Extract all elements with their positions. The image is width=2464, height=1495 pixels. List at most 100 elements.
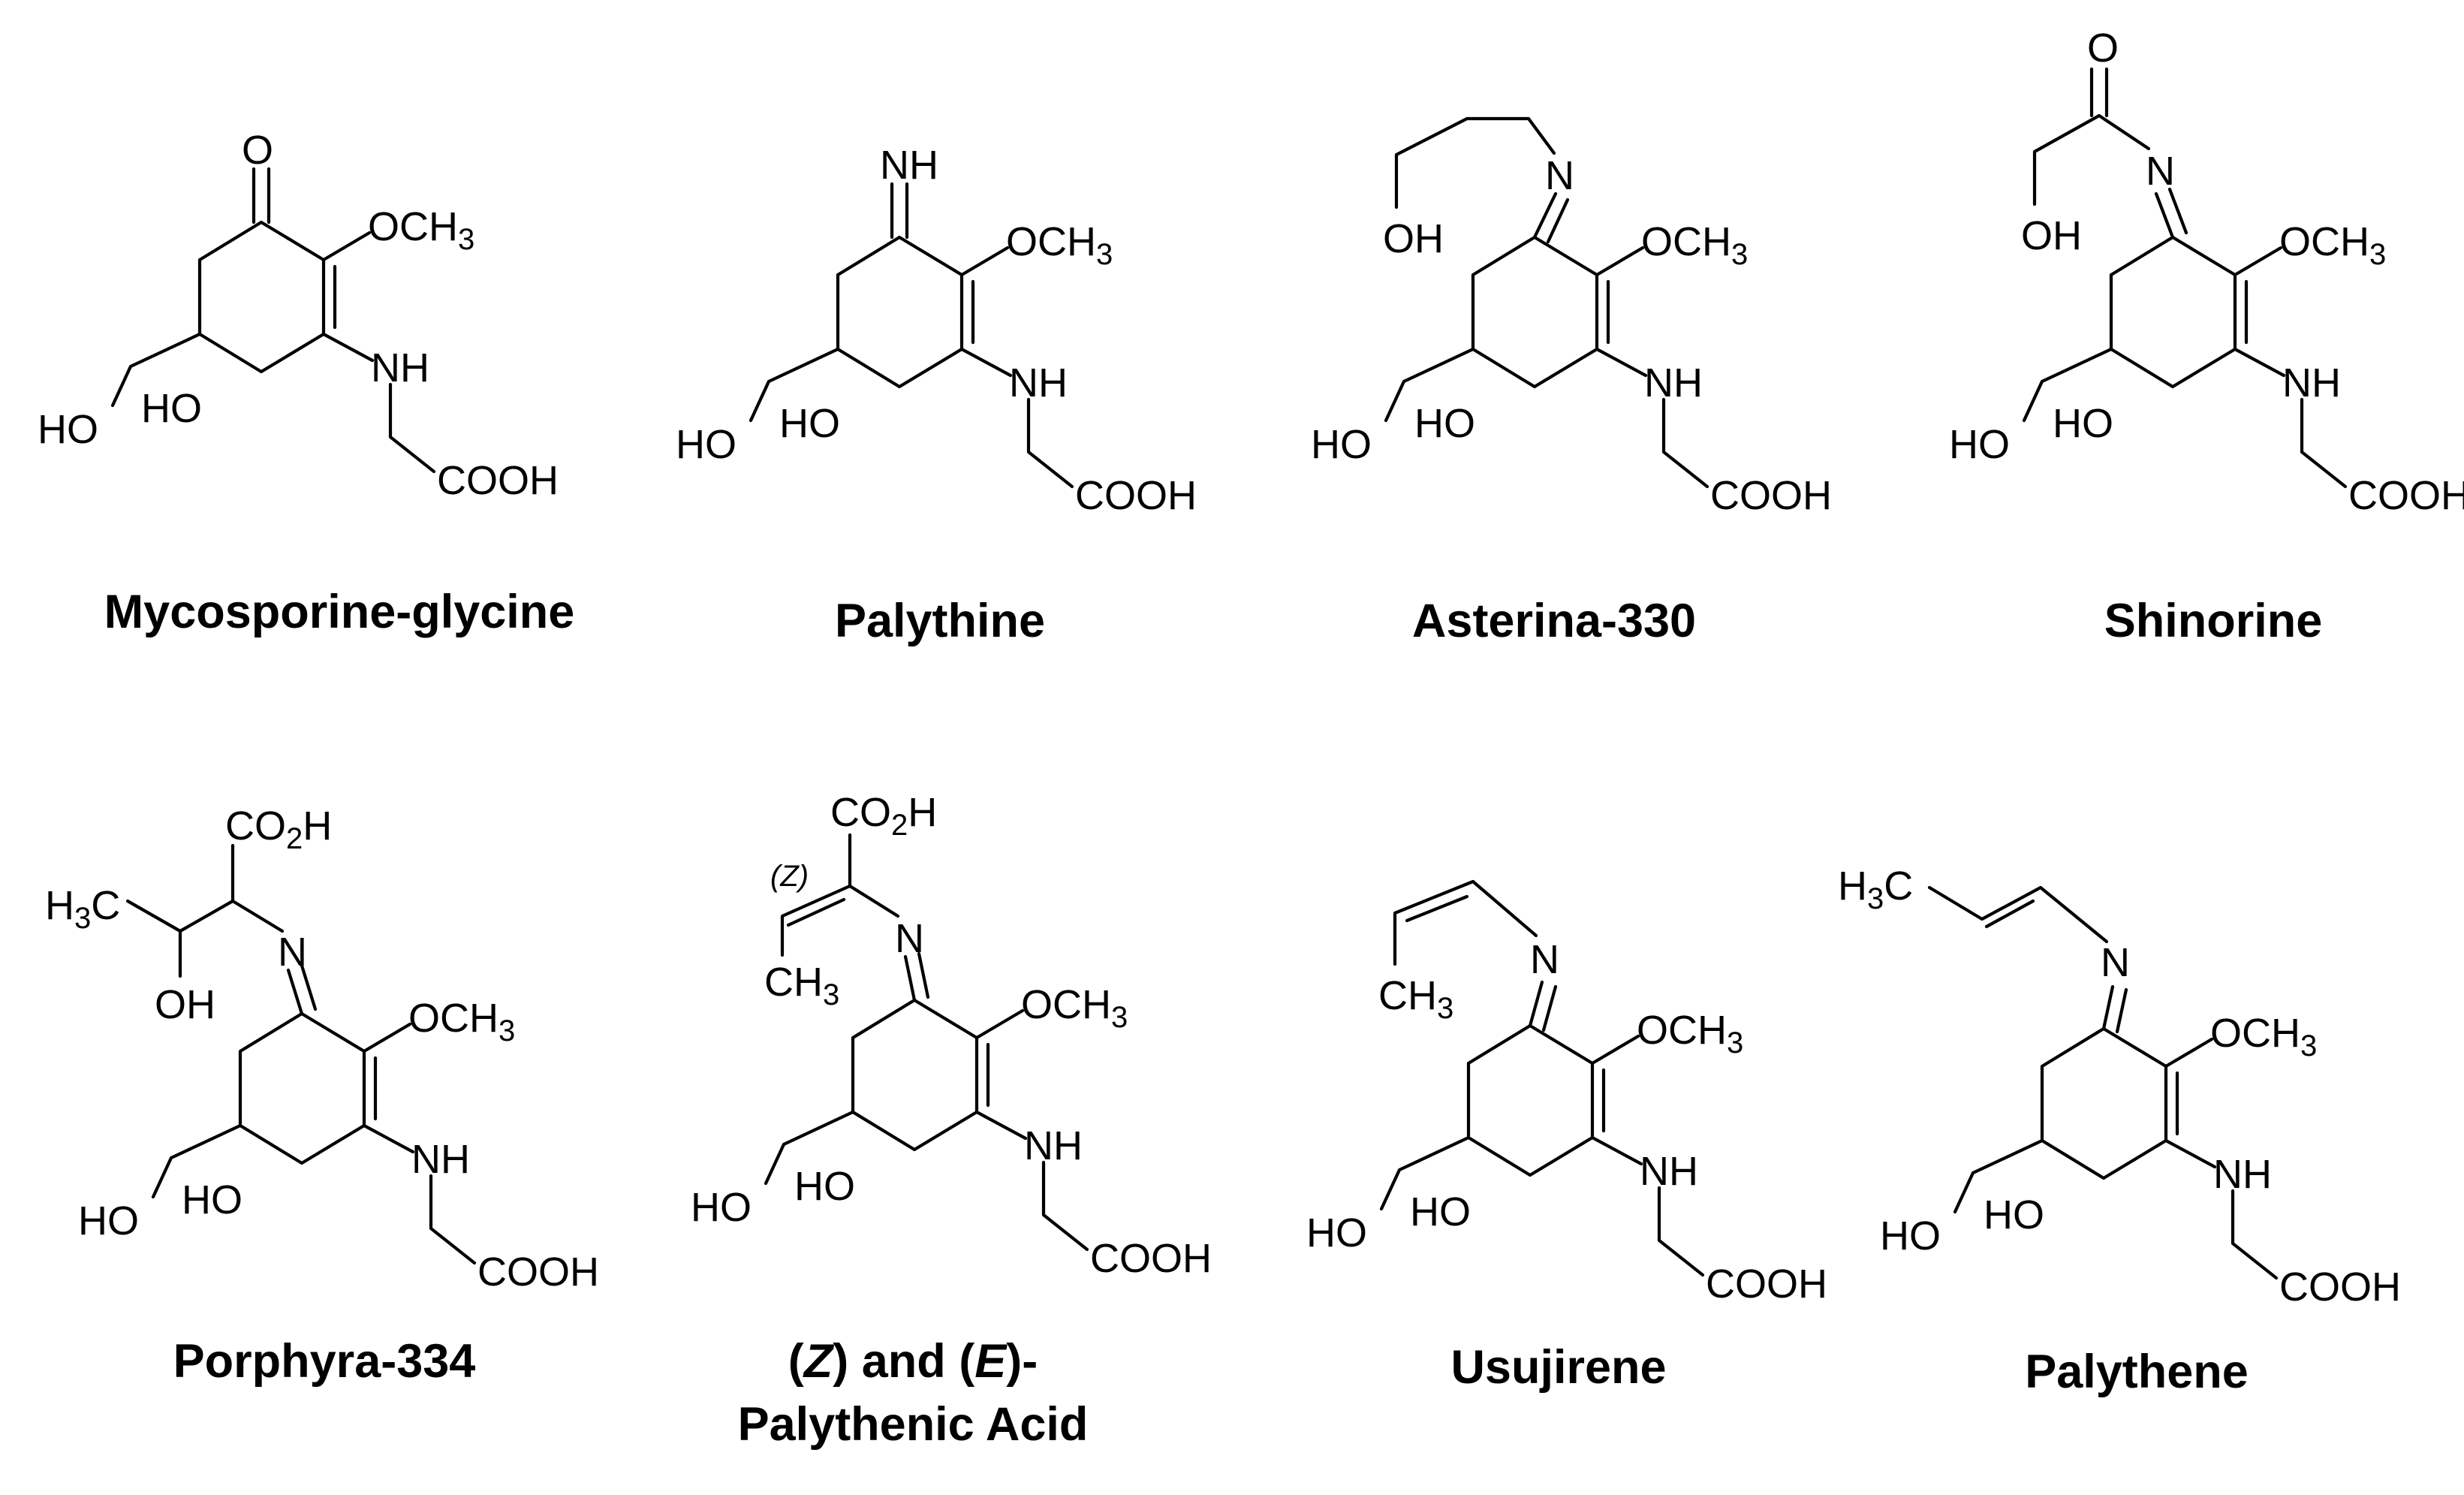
ring-bonds: [1471, 235, 1599, 389]
ring-bonds: [2040, 1026, 2168, 1180]
methyl-label: H3C: [45, 883, 120, 935]
methoxy-label: OCH3: [408, 996, 515, 1047]
carbonyl-double-bond: [2089, 67, 2109, 118]
imine-n-label: N: [2146, 149, 2175, 194]
glycine-chain: [429, 1174, 477, 1265]
imine-double-bond: [2101, 984, 2128, 1034]
ring-bonds: [197, 220, 326, 374]
compound-name-line1: (Z) and (E)-: [788, 1335, 1038, 1388]
glycine-chain: [388, 382, 436, 474]
carbonyl-o-label: O: [2087, 26, 2119, 71]
compound-mycosporine-glycine: O OCH3 NH HO HO COOH Mycosporine-glycine: [38, 128, 574, 638]
ring-hydroxyl-label: HO: [141, 386, 202, 431]
ring-hydroxyl-label: HO: [1414, 401, 1475, 446]
acrylic-chain: [780, 833, 900, 957]
amine-bond: [1590, 1135, 1643, 1166]
amine-bond: [362, 1123, 415, 1154]
glycine-chain: [1026, 397, 1074, 489]
compound-palythine: NH OCH3 NH HO HO COOH Palythine: [676, 143, 1197, 647]
amine-label: NH: [1640, 1149, 1698, 1194]
ethanol-chain: [1394, 116, 1556, 209]
imine-n-label: N: [1530, 937, 1559, 982]
amine-bond: [1595, 347, 1648, 378]
ring-hydroxyl-label: HO: [794, 1164, 855, 1209]
structure-shinorine: O N OH OCH3 NH HO HO COOH: [1949, 26, 2464, 518]
hydroxyl-label: OH: [2021, 213, 2082, 258]
hydroxymethyl-label: HO: [1880, 1213, 1941, 1258]
hydroxymethyl-chain: [749, 347, 840, 423]
hydroxymethyl-chain: [764, 1110, 855, 1186]
methoxy-bond: [2233, 246, 2283, 277]
amine-bond: [959, 347, 1013, 378]
glycine-chain: [2231, 1189, 2279, 1280]
imine-double-bond: [1528, 980, 1558, 1032]
threonine-chain: [125, 843, 285, 978]
methoxy-bond: [321, 231, 372, 262]
structure-usujirene: N CH3 OCH3 NH HO HO COOH: [1306, 879, 1827, 1307]
compound-name: Mycosporine-glycine: [104, 586, 575, 638]
ring-bonds: [836, 235, 964, 389]
carboxyl-label: COOH: [477, 1249, 599, 1295]
methoxy-label: OCH3: [1637, 1008, 1743, 1059]
imine-double-bond: [2154, 187, 2188, 240]
stereo-descriptor: (Z): [770, 860, 809, 893]
hydroxymethyl-label: HO: [676, 422, 736, 467]
compound-palythenic-acid: CO2H (Z) N CH3 OCH3 NH HO HO COOH (Z) an…: [691, 790, 1212, 1451]
amine-label: NH: [411, 1137, 470, 1182]
methoxy-label: OCH3: [2210, 1011, 2317, 1062]
glycine-chain: [2300, 397, 2348, 489]
hydroxyl-label: OH: [1383, 216, 1444, 261]
imine-double-bond: [286, 963, 318, 1016]
ring-bonds: [1466, 1023, 1595, 1177]
ring-bonds: [2109, 235, 2237, 389]
hydroxymethyl-label: HO: [38, 407, 98, 452]
glycine-chain: [1657, 1186, 1705, 1277]
methoxy-label: OCH3: [2279, 219, 2386, 271]
carboxyl-label: COOH: [1710, 473, 1832, 518]
imine-n-label: N: [278, 930, 307, 975]
amine-label: NH: [2282, 360, 2341, 405]
methoxy-bond: [959, 246, 1010, 277]
compound-palythene: H3C N OCH3 NH HO HO COOH Palythene: [1838, 864, 2401, 1398]
imine-label: NH: [880, 143, 938, 188]
methoxy-bond: [1590, 1034, 1640, 1065]
imine-double-bond: [903, 951, 930, 1002]
imine-n-label: N: [1545, 153, 1574, 198]
structure-palythene: H3C N OCH3 NH HO HO COOH: [1838, 864, 2401, 1310]
methoxy-bond: [1595, 246, 1645, 277]
amine-label: NH: [1644, 360, 1703, 405]
vinyl-double-bond: [1984, 899, 2035, 929]
compound-name: Porphyra-334: [173, 1335, 476, 1388]
compound-name: Shinorine: [2104, 595, 2323, 647]
hydroxymethyl-chain: [1953, 1138, 2044, 1214]
ring-hydroxyl-label: HO: [182, 1177, 242, 1222]
ring-hydroxyl-label: HO: [2053, 401, 2113, 446]
compound-name: Asterina-330: [1412, 595, 1696, 647]
amine-bond: [2233, 347, 2286, 378]
glycine-chain: [1661, 397, 1709, 489]
amine-bond: [2164, 1138, 2217, 1169]
compound-usujirene: N CH3 OCH3 NH HO HO COOH Usujirene: [1306, 879, 1827, 1394]
structure-palythenic-acid: CO2H (Z) N CH3 OCH3 NH HO HO COOH: [691, 790, 1212, 1281]
methoxy-bond: [362, 1022, 412, 1053]
vinyl-double-bond: [1405, 894, 1469, 923]
methoxy-label: OCH3: [368, 204, 474, 256]
vinyl-double-bond: [786, 897, 846, 927]
carboxylic-acid-label: CO2H: [830, 790, 937, 842]
methyl-label: CH3: [1378, 973, 1453, 1025]
amine-bond: [974, 1110, 1028, 1141]
methoxy-bond: [974, 1008, 1025, 1040]
imine-double-bond: [890, 182, 909, 240]
hydroxymethyl-label: HO: [1306, 1210, 1367, 1255]
ring-hydroxyl-label: HO: [1410, 1189, 1471, 1234]
carboxyl-label: COOH: [437, 458, 559, 503]
hydroxymethyl-label: HO: [1311, 422, 1372, 467]
ring-hydroxyl-label: HO: [779, 401, 840, 446]
compound-porphyra-334: CO2H H3C OH N OCH3 NH HO HO COOH Porphyr…: [45, 803, 599, 1388]
acyl-chain: [2032, 113, 2151, 206]
hydroxymethyl-chain: [151, 1123, 242, 1199]
methoxy-label: OCH3: [1021, 982, 1128, 1034]
hydroxymethyl-label: HO: [691, 1185, 752, 1230]
propenyl-chain: [1927, 885, 2109, 944]
methyl-label: CH3: [764, 960, 839, 1011]
